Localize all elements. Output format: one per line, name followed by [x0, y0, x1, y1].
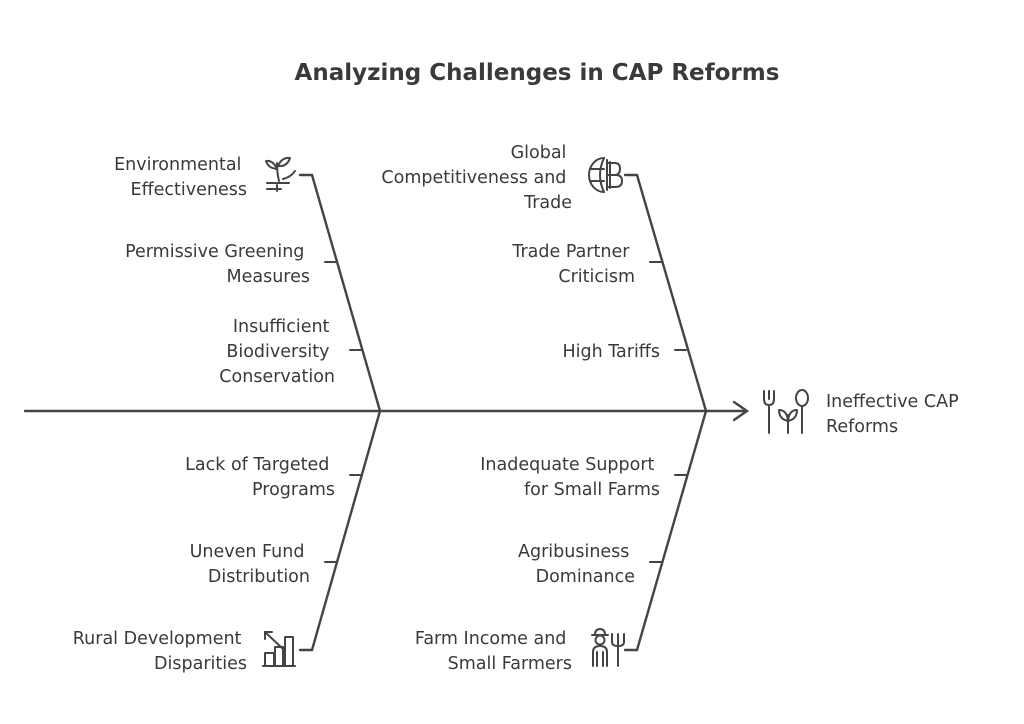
cause-label: Uneven Fund Distribution — [190, 542, 310, 587]
globe-currency-icon — [588, 157, 623, 193]
cause-label: High Tariffs — [562, 342, 660, 362]
cause-label: Inadequate Support for Small Farms — [480, 455, 660, 500]
cause-label: Lack of Targeted Programs — [185, 455, 335, 500]
category-label-environmental-effectiveness: Environmental Effectiveness — [114, 155, 247, 200]
spine-arrowhead — [732, 400, 750, 422]
category-label-farm-income: Farm Income and Small Farmers — [415, 629, 572, 674]
bone-farm-income — [623, 409, 708, 652]
bone-global-competitiveness — [623, 173, 708, 413]
cause-label: Agribusiness Dominance — [518, 542, 635, 587]
page-title: Analyzing Challenges in CAP Reforms — [295, 60, 780, 86]
effect-label: Ineffective CAP Reforms — [826, 392, 964, 437]
cause-label: Insufficient Biodiversity Conservation — [219, 317, 335, 387]
cause-label: Trade Partner Criticism — [511, 242, 635, 287]
plant-sprout-icon — [265, 156, 296, 192]
bone-rural-development — [298, 409, 382, 652]
category-label-global-competitiveness: Global Competitiveness and Trade — [381, 143, 572, 213]
farmer-pitchfork-icon — [591, 628, 625, 667]
category-label-rural-development: Rural Development Disparities — [73, 629, 247, 674]
fork-plant-spoon-icon — [763, 389, 809, 434]
cause-label: Permissive Greening Measures — [125, 242, 310, 287]
bone-environmental-effectiveness — [298, 173, 382, 413]
bar-chart-down-icon — [262, 631, 296, 667]
